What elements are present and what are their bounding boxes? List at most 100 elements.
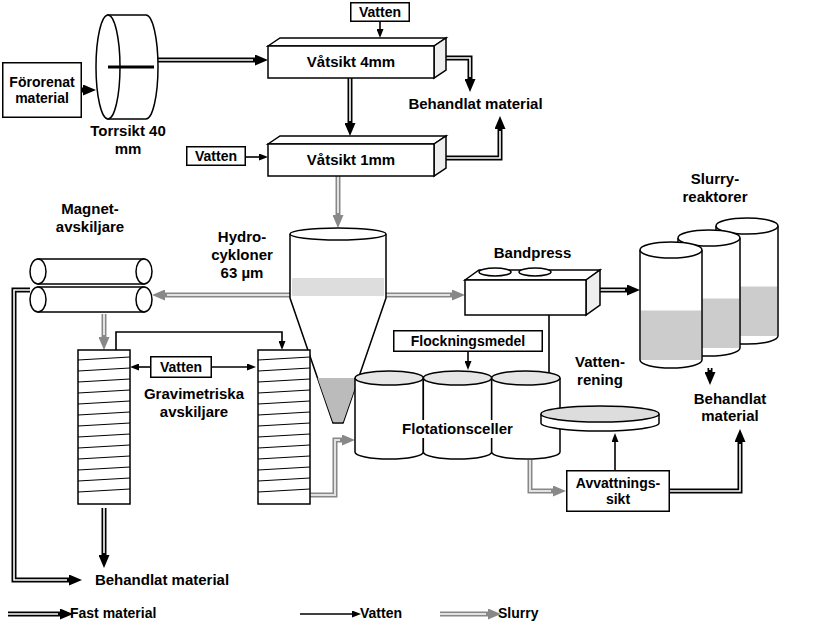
label-block: Gravimetriska avskiljare bbox=[134, 385, 254, 421]
connector-line bbox=[708, 368, 713, 372]
wet-screen-box: Våtsikt 4mm bbox=[268, 38, 446, 78]
belt-press: Bandpress bbox=[465, 270, 600, 315]
connector-line bbox=[14, 290, 69, 580]
box-outline bbox=[3, 63, 82, 118]
press-roller bbox=[519, 268, 551, 276]
node-text-run: Förorenat material bbox=[9, 74, 74, 106]
spiral-turn bbox=[258, 390, 310, 393]
box-front bbox=[268, 46, 434, 78]
connector-core bbox=[670, 444, 740, 491]
output-label: Behandlat material bbox=[82, 568, 242, 592]
flow-connector bbox=[386, 295, 452, 296]
legend-text: Fast material bbox=[70, 605, 156, 621]
wet-screen-box: Våtsikt 1mm bbox=[268, 136, 446, 176]
box-outline bbox=[567, 471, 670, 512]
node-text: Behandlat material bbox=[408, 95, 542, 112]
separator-column bbox=[258, 350, 310, 504]
node-text: Behandlat material bbox=[683, 390, 777, 425]
flow-connector bbox=[165, 295, 290, 296]
connector-core bbox=[386, 294, 450, 296]
spiral-turn bbox=[258, 401, 310, 404]
flow-connector bbox=[158, 60, 255, 61]
text-block: Avvattnings- sikt bbox=[566, 470, 670, 512]
node-text-run: Slurry- reaktorer bbox=[682, 170, 747, 205]
press-front bbox=[465, 280, 586, 315]
label-block: Magnet- avskiljare bbox=[40, 200, 140, 236]
flow-connector bbox=[615, 442, 616, 470]
spiral-turn bbox=[78, 390, 130, 393]
connector-core bbox=[337, 176, 339, 213]
flow-connector bbox=[246, 157, 259, 158]
node-text-run: Vatten- rening bbox=[575, 353, 625, 388]
box-front bbox=[268, 144, 434, 176]
text-block: Behandlat material bbox=[82, 568, 242, 592]
magnetic-separator: Magnet- avskiljare bbox=[30, 258, 152, 314]
node-text-run: Flotationsceller bbox=[399, 420, 516, 438]
flocculant-box: Flockningsmedel bbox=[393, 330, 543, 352]
spiral-turn bbox=[258, 489, 310, 492]
node-text-run: Vatten bbox=[195, 148, 237, 164]
dewatering-screen: Avvattnings- sikt bbox=[566, 470, 670, 512]
node-text: Våtsikt 4mm bbox=[307, 53, 395, 70]
magnet-drum-end bbox=[30, 287, 46, 312]
node-text: Flotationsceller bbox=[385, 420, 530, 438]
legend-slurry-sample bbox=[440, 612, 488, 617]
press-side bbox=[586, 270, 600, 315]
label-block: Flotationsceller bbox=[385, 420, 530, 438]
legend-text: Vatten bbox=[360, 605, 402, 621]
spiral-turn bbox=[258, 445, 310, 448]
flow-connector bbox=[338, 176, 339, 215]
node-text: Våtsikt 1mm bbox=[307, 151, 395, 168]
connector-line bbox=[165, 293, 290, 298]
connector-core bbox=[14, 290, 67, 580]
node-text: Behandlat material bbox=[95, 571, 229, 588]
legend-slurry-sample-core bbox=[440, 613, 486, 615]
separator-column bbox=[78, 350, 130, 504]
connector-core bbox=[158, 59, 253, 61]
node-text-run: Bandpress bbox=[494, 244, 572, 261]
flotation-cell bbox=[355, 378, 423, 459]
flow-connector bbox=[212, 367, 247, 368]
spiral-turn bbox=[258, 368, 310, 371]
reactor-content bbox=[641, 311, 701, 361]
connector-line bbox=[379, 22, 381, 29]
node-text: Vatten bbox=[359, 4, 401, 20]
box-outline bbox=[394, 331, 543, 352]
flow-connector bbox=[82, 90, 83, 91]
box-side bbox=[434, 38, 446, 78]
dry-screen-drum: Torrsikt 40 mm bbox=[96, 14, 158, 120]
flow-connector bbox=[710, 368, 711, 372]
node-text: Vatten bbox=[195, 148, 237, 164]
connector-core bbox=[600, 289, 625, 291]
flotation-cell bbox=[423, 378, 491, 459]
flotation-cells: Flotationsceller bbox=[355, 370, 560, 460]
box-outline bbox=[187, 147, 246, 166]
flow-connector bbox=[446, 58, 470, 79]
node-text: Slurry- reaktorer bbox=[660, 170, 770, 206]
spiral-turn bbox=[258, 379, 310, 382]
reactor-top bbox=[640, 242, 702, 258]
node-text-run: Magnet- avskiljare bbox=[56, 200, 124, 235]
connector-core bbox=[103, 508, 105, 553]
node-text: Magnet- avskiljare bbox=[40, 200, 140, 236]
node-text: Bandpress bbox=[475, 244, 590, 262]
magnet-drum-end bbox=[136, 259, 152, 284]
spiral-turn bbox=[258, 456, 310, 459]
connector-line bbox=[670, 442, 740, 491]
label-block: Torrsikt 40 mm bbox=[86, 122, 170, 158]
node-text: Vatten bbox=[160, 359, 202, 375]
node-text: Avvattnings- sikt bbox=[569, 475, 667, 507]
text-block: Våtsikt 1mm bbox=[268, 144, 434, 176]
node-text-run: Våtsikt 4mm bbox=[307, 53, 395, 70]
connector-core bbox=[167, 294, 290, 296]
basin-top bbox=[541, 406, 659, 422]
shape-outline bbox=[465, 270, 600, 315]
text-block: Behandlat material bbox=[680, 385, 780, 429]
magnet-drum-end bbox=[136, 287, 152, 312]
node-text-run: Vatten bbox=[359, 4, 401, 20]
node-text: Vatten- rening bbox=[555, 353, 645, 389]
input-box: Förorenat material bbox=[2, 62, 82, 118]
node-text-run: Vatten bbox=[160, 359, 202, 375]
connector-line bbox=[386, 293, 452, 298]
legend-text: Slurry bbox=[498, 605, 538, 621]
